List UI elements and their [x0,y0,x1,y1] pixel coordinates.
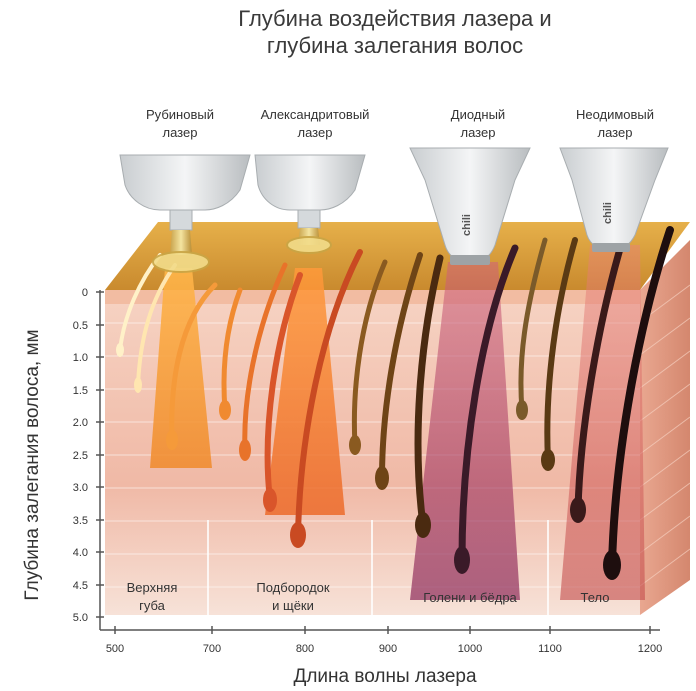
zone-label-legs-thighs: Голени и бёдра [423,590,517,605]
device-brand-diode: chili [461,214,473,236]
beam-diode [410,262,520,600]
hair-bulb-orange-1 [166,430,178,450]
beam-ruby [150,268,212,468]
y-tick-label: 2.0 [73,417,88,429]
zone-label-chin-cheeks-line1: Подбородок [256,580,330,595]
hair-bulb-dark-1 [415,512,431,538]
hair-orange-2 [221,287,243,413]
hair-red-2 [295,249,363,538]
hair-bulb-dark-2 [454,546,470,574]
handpiece-neodymium: chili [559,147,669,252]
y-tick-label: 4.5 [73,580,88,592]
laser-label-neodymium-line2: лазер [598,125,633,140]
hair-red-1 [264,272,303,503]
x-tick-label: 500 [106,643,124,655]
y-tick-label: 1.5 [73,385,88,397]
handpiece-diode: chili [409,147,531,265]
y-tick-label: 0.5 [73,320,88,332]
handpiece-ruby [119,154,251,273]
y-tick-label: 3.5 [73,515,88,527]
hair-brown-1 [351,259,388,448]
hair-bulb-light-2 [134,377,142,393]
x-axis: 500 700 800 900 1000 1100 1200 Длина вол… [100,626,662,687]
skin-side-lines [639,284,691,587]
zone-dividers [207,520,549,615]
skin-block-side [640,240,690,615]
x-axis-label: Длина волны лазера [293,666,477,687]
y-tick-label: 3.0 [73,482,88,494]
laser-label-diode-line1: Диодный [451,107,505,122]
hair-dark-1 [414,254,444,529]
laser-label-ruby-line1: Рубиновый [146,107,214,122]
hair-bulb-brown-3 [516,400,528,420]
hair-orange-3 [242,262,288,453]
beam-alexandrite [265,268,345,515]
y-tick-label: 5.0 [73,612,88,624]
laser-label-diode-line2: лазер [461,125,496,140]
hairs-diode-zone [375,237,548,574]
y-tick-label: 4.0 [73,547,88,559]
hair-bulb-red-2 [290,522,306,548]
hair-bulb-brown-1 [349,435,361,455]
laser-label-alexandrite-line1: Александритовый [261,107,370,122]
hair-dark-3 [574,228,629,514]
laser-label-neodymium-line1: Неодимовый [576,107,654,122]
hair-bulb-light-1 [116,343,124,357]
x-tick-label: 900 [379,643,397,655]
hair-bulb-brown-4 [541,449,555,471]
diagram-title-line1: Глубина воздействия лазера и [238,6,551,31]
hair-bulb-black-1 [603,550,621,580]
y-axis-label: Глубина залегания волоса, мм [22,329,43,600]
y-tick-label: 1.0 [73,352,88,364]
hair-brown-2 [379,252,423,481]
hairs-alexandrite-zone [219,249,388,548]
zone-label-upper-lip-line2: губа [139,598,166,613]
laser-label-ruby-line2: лазер [163,125,198,140]
y-tick-label: 0 [82,287,88,299]
zone-label-body: Тело [581,590,610,605]
x-tick-label: 1200 [638,643,662,655]
x-tick-label: 1100 [538,643,562,655]
x-tick-label: 800 [296,643,314,655]
hair-bulb-dark-3 [570,497,586,523]
y-tick-label: 2.5 [73,450,88,462]
zone-label-upper-lip-line1: Верхняя [127,580,178,595]
x-tick-label: 700 [203,643,221,655]
hair-bulb-orange-2 [219,400,231,420]
hair-black-1 [608,226,674,569]
y-axis: 0 0.5 1.0 1.5 2.0 2.5 3.0 3.5 4.0 4.5 5.… [22,287,104,630]
handpiece-alexandrite [254,154,366,254]
zone-label-chin-cheeks-line2: и щёки [272,598,314,613]
hair-orange-1 [169,282,218,443]
hair-bulb-red-1 [263,488,277,512]
hair-brown-4 [544,237,578,463]
hairs-neodymium-zone [541,226,674,580]
hair-light-2 [136,263,177,387]
hair-bulb-orange-3 [239,439,251,461]
laser-label-alexandrite-line2: лазер [298,125,333,140]
diagram-title-line2: глубина залегания волос [267,33,523,58]
hair-dark-2 [458,244,519,564]
device-brand-neodymium: chili [602,202,614,224]
hair-bulb-brown-2 [375,466,389,490]
hair-brown-3 [518,237,548,413]
x-tick-label: 1000 [458,643,482,655]
